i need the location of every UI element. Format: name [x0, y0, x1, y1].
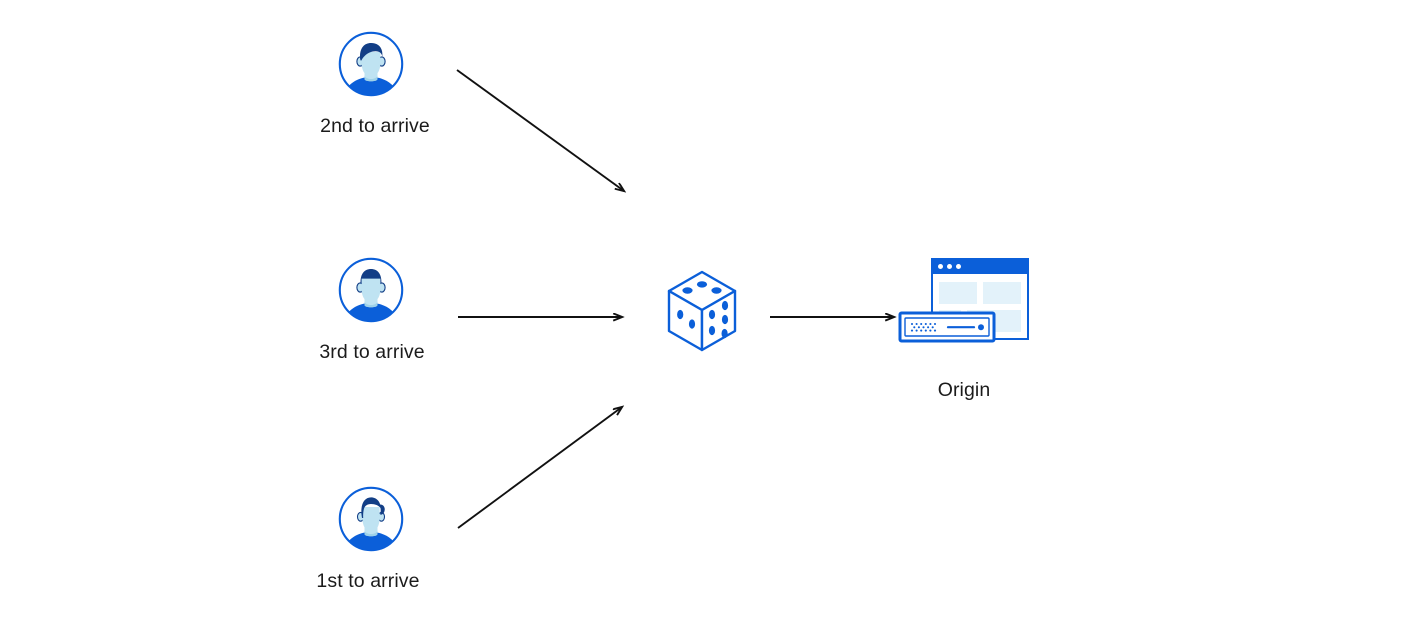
client-label-2nd: 2nd to arrive	[320, 115, 430, 137]
client-label-3rd: 3rd to arrive	[319, 341, 425, 363]
origin-label: Origin	[937, 379, 991, 401]
dice-icon	[667, 270, 737, 352]
random-balancer-node	[660, 266, 744, 358]
arrow-client2-to-dice	[456, 69, 624, 191]
client-node-3rd	[337, 256, 405, 324]
client-node-1st	[337, 485, 405, 553]
client-node-2nd	[337, 30, 405, 98]
user-avatar-icon	[338, 257, 404, 323]
origin-node	[896, 255, 1032, 355]
arrow-client1-to-dice	[457, 407, 622, 529]
client-label-1st: 1st to arrive	[316, 570, 420, 592]
user-avatar-icon	[338, 31, 404, 97]
server-device-icon	[898, 311, 996, 343]
origin-server-icon	[898, 258, 1029, 343]
user-avatar-icon	[338, 486, 404, 552]
